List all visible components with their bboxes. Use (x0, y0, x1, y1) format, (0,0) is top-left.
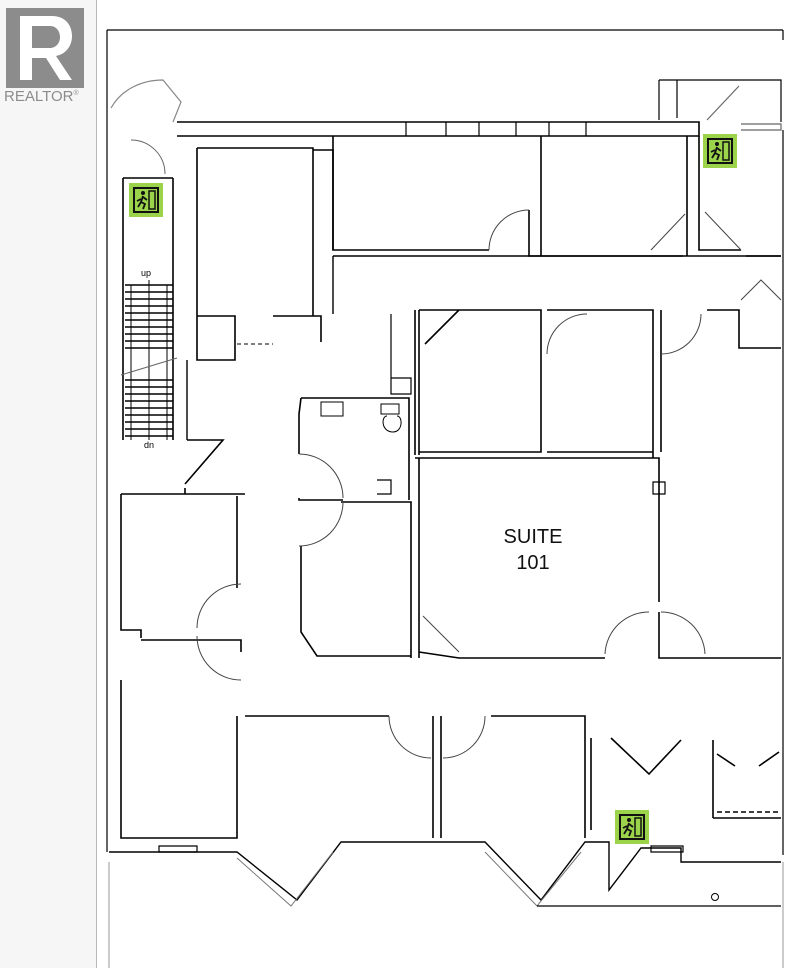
sidebar-branding: REALTOR® (0, 0, 96, 968)
floor-plan-drawing (106, 29, 784, 968)
suite-name: SUITE (503, 526, 563, 548)
realtor-wordmark-text: REALTOR (4, 88, 74, 105)
floor-plan: SUITE 101 up dn (96, 0, 789, 968)
suite-label: SUITE 101 (483, 524, 583, 576)
emergency-exit-icon (703, 134, 737, 168)
realtor-r-glyph (20, 16, 72, 80)
emergency-exit-icon (129, 183, 163, 217)
emergency-exit-icon (615, 810, 649, 844)
realtor-logo (6, 8, 84, 88)
stair-up-label: up (141, 268, 152, 278)
realtor-wordmark: REALTOR® (4, 88, 79, 105)
registered-mark: ® (73, 90, 79, 97)
suite-number: 101 (516, 552, 550, 574)
stair-down-label: dn (144, 440, 155, 450)
